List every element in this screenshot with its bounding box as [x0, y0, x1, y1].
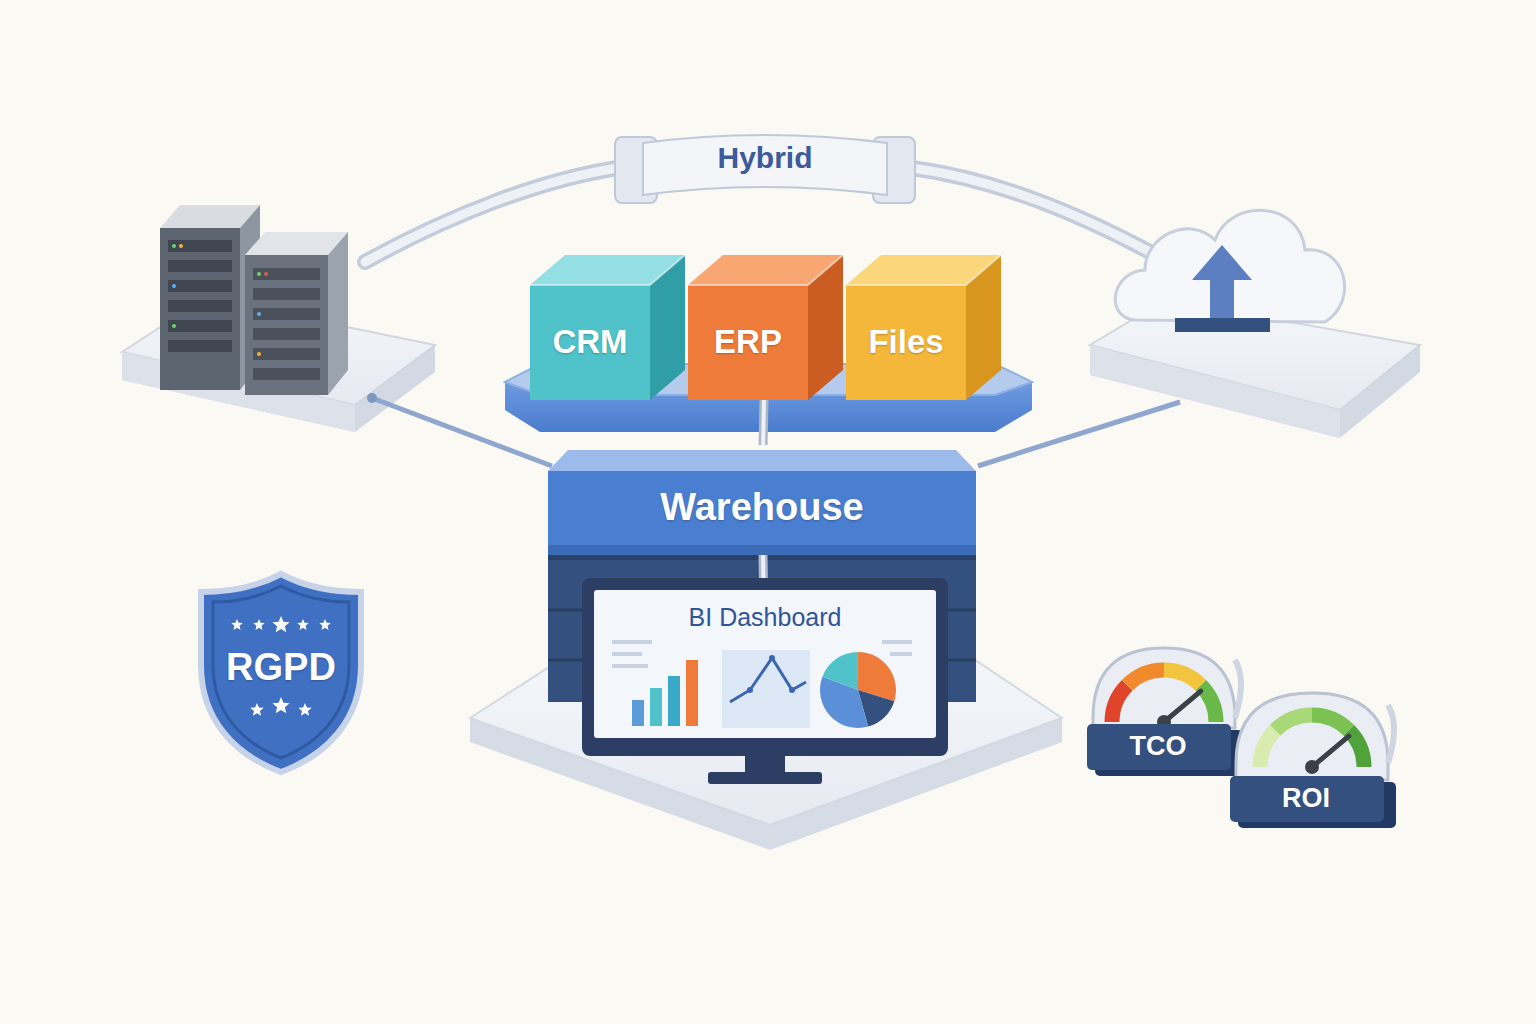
- node-label: TCO: [1085, 724, 1231, 770]
- monitor-stand-part: [708, 772, 822, 784]
- server-rack-part-part: [168, 320, 232, 332]
- server-rack-part: [168, 240, 232, 352]
- compliance-shield: RGPD: [195, 570, 367, 775]
- server-rack-part-part: [253, 288, 320, 300]
- server-rack-part-part: [168, 260, 232, 272]
- hybrid-arc-part: [365, 168, 618, 262]
- node-label: Warehouse: [548, 471, 976, 545]
- cube-shape: [688, 255, 843, 400]
- hybrid-banner: Hybrid: [615, 125, 915, 210]
- node-label: ROI: [1228, 776, 1384, 822]
- hybrid-arc-part: [365, 168, 618, 262]
- server-rack-part-part: [257, 312, 261, 316]
- pipe-casing: [759, 400, 769, 445]
- server-rack-part-part: [168, 300, 232, 312]
- node-label: CRM: [530, 285, 650, 400]
- pipe-core: [761, 400, 766, 445]
- dashboard-charts: [612, 640, 912, 728]
- server-rack-part-part: [172, 324, 176, 328]
- node-label: ERP: [688, 285, 808, 400]
- monitor-stand: [708, 752, 822, 784]
- server-rack-part-part: [253, 268, 320, 280]
- server-rack-part: [257, 272, 268, 356]
- cloud-symbol-part: [1115, 210, 1344, 322]
- connector-pipe: [763, 400, 765, 445]
- server-rack-part-part: [264, 272, 268, 276]
- node-label: RGPD: [195, 630, 367, 706]
- source-cube: CRM: [530, 255, 685, 400]
- server-rack-part: [160, 228, 240, 390]
- cloud-symbol: [1115, 210, 1344, 332]
- monitor-shape: [582, 578, 948, 756]
- server-rack-part-part: [168, 340, 232, 352]
- pipe-core: [761, 555, 765, 578]
- server-rack-part: [245, 255, 328, 395]
- server-rack-part-part: [253, 348, 320, 360]
- server-rack-part-part: [179, 244, 183, 248]
- server-rack-part-part: [253, 328, 320, 340]
- server-rack-part: [172, 244, 183, 328]
- node-label: BI Dashboard: [582, 596, 948, 640]
- dashboard-monitor: BI Dashboard: [582, 578, 948, 756]
- cube-shape: [530, 255, 685, 400]
- source-cube: ERP: [688, 255, 843, 400]
- node-label: Hybrid: [615, 131, 915, 183]
- server-rack-part-part: [257, 272, 261, 276]
- hybrid-arc-part: [912, 168, 1150, 252]
- server-rack-part: [253, 268, 320, 380]
- connection-line-part: [367, 393, 377, 403]
- cube-shape: [846, 255, 1001, 400]
- server-rack-part-part: [168, 280, 232, 292]
- server-rack-part: [328, 232, 348, 395]
- metric-gauge: TCO: [1085, 640, 1243, 778]
- node-label: Files: [846, 285, 966, 400]
- metric-gauge: ROI: [1228, 685, 1396, 830]
- cloud-platform-part: [1090, 345, 1340, 438]
- server-rack-part-part: [257, 352, 261, 356]
- cloud-symbol-part: [1175, 318, 1270, 332]
- server-rack-part-part: [172, 244, 176, 248]
- connector-pipe: [763, 555, 764, 578]
- server-rack-part-part: [168, 240, 232, 252]
- pipe-casing: [759, 555, 768, 578]
- band-shape: [548, 450, 976, 555]
- hybrid-arc-part: [912, 168, 1150, 252]
- source-cube: Files: [846, 255, 1001, 400]
- cloud-symbol-part: [1192, 245, 1252, 318]
- server-rack-part-part: [253, 368, 320, 380]
- server-rack-part-part: [172, 284, 176, 288]
- server-rack: [245, 232, 348, 395]
- warehouse-band: Warehouse: [548, 445, 976, 555]
- server-rack-part-part: [253, 308, 320, 320]
